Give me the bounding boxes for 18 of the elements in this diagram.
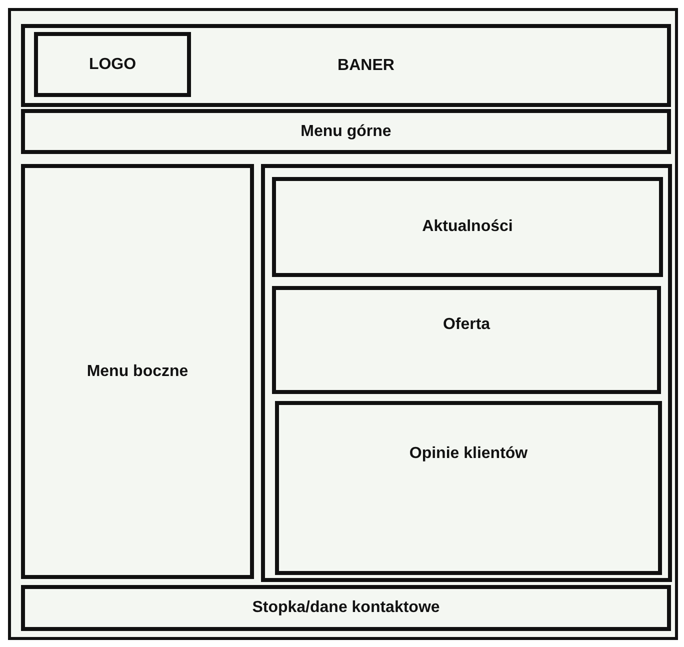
news-section	[272, 177, 663, 277]
section-label: Menu górne	[300, 122, 392, 140]
section-label: Menu boczne	[86, 362, 188, 380]
section-label: Oferta	[442, 316, 490, 334]
section-label: Stopka/dane kontaktowe	[252, 599, 440, 617]
side-menu-panel	[21, 164, 254, 579]
section-label: Aktualności	[422, 218, 513, 236]
section-label: BANER	[338, 56, 394, 74]
testimonials-section	[275, 401, 662, 575]
content-area	[261, 164, 672, 582]
header-inner-panel	[34, 32, 191, 97]
offer-section	[272, 286, 661, 394]
top-menu-bar	[21, 109, 671, 154]
section-label: Opinie klientów	[409, 445, 528, 463]
banner-section	[21, 24, 671, 107]
section-label: LOGO	[88, 56, 136, 74]
page-frame	[8, 8, 678, 640]
footer-bar	[21, 585, 671, 631]
